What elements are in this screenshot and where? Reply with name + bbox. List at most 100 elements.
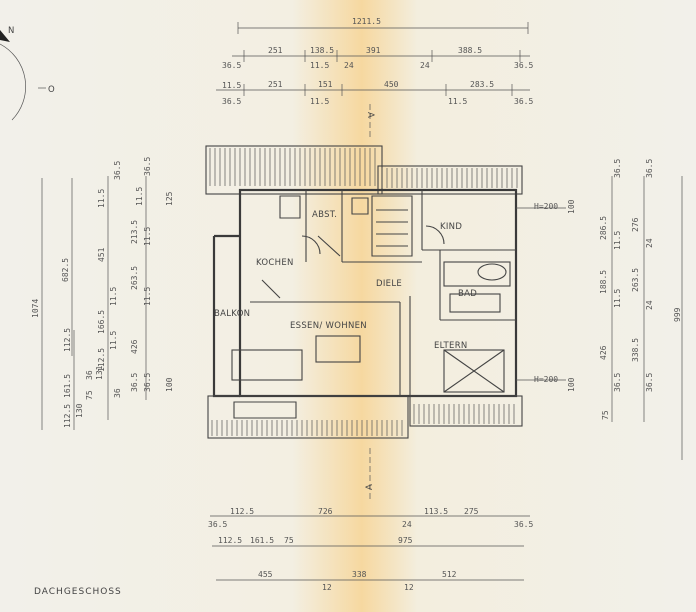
dim-top-r1b-2: 24 — [344, 61, 354, 70]
dim-right-a6: 36.5 — [613, 373, 622, 392]
dim-top-r2b-0: 36.5 — [222, 97, 241, 106]
dim-bot-r3-3: 12 — [404, 583, 414, 592]
dim-right-v100-bot: 100 — [567, 377, 576, 392]
compass: N O — [0, 26, 55, 121]
dim-left-d1: 161.5 — [63, 374, 72, 398]
dim-top-r1b-0: 36.5 — [222, 61, 241, 70]
dim-top-r2b-1: 11.5 — [310, 97, 329, 106]
dim-right-v75: 75 — [601, 410, 610, 420]
room-label-bad: BAD — [458, 289, 477, 299]
dim-bot-r1-5: 275 — [464, 507, 479, 516]
dim-left-d6: 112.5 — [63, 328, 72, 352]
dim-left-a: 682.5 — [61, 258, 70, 282]
dim-left-d2: 75 — [85, 390, 94, 400]
dim-left-d7: 36 — [113, 388, 122, 398]
dim-right-v100-top: 100 — [567, 199, 576, 214]
dim-top-r2-4: 283.5 — [470, 80, 494, 89]
dim-right-b1: 276 — [631, 217, 640, 232]
dim-left-d9: 36.5 — [130, 373, 139, 392]
dim-right-b2: 24 — [645, 238, 654, 248]
dim-bot-r3-2: 338 — [352, 570, 367, 579]
dim-right-a1: 286.5 — [599, 216, 608, 240]
dim-right-a0: 36.5 — [613, 159, 622, 178]
dimensions-top: 1211.5 251 138.5 391 388.5 36.5 11.5 24 … — [216, 17, 533, 106]
dim-top-r1-3: 388.5 — [458, 46, 482, 55]
dim-left-b4: 263.5 — [130, 266, 139, 290]
dim-top-r1-0: 251 — [268, 46, 283, 55]
dim-right-a2: 11.5 — [613, 231, 622, 250]
dim-left-c6: 112.5 — [97, 348, 106, 372]
dim-right-a4: 11.5 — [613, 289, 622, 308]
dim-top-r1-2: 391 — [366, 46, 381, 55]
dim-left-b1: 11.5 — [135, 187, 144, 206]
dim-bot-r1-4: 113.5 — [424, 507, 448, 516]
dim-bot-r3-0: 455 — [258, 570, 273, 579]
roof-bottom — [207, 395, 523, 439]
compass-north-label: N — [8, 26, 15, 36]
dim-top-r1b-3: 24 — [420, 61, 430, 70]
room-label-essen-wohnen: ESSEN/ WOHNEN — [290, 321, 367, 331]
dim-right-a3: 188.5 — [599, 270, 608, 294]
dim-top-r1-1: 138.5 — [310, 46, 334, 55]
dim-top-r2-1: 251 — [268, 80, 283, 89]
dim-left-total: 1074 — [31, 299, 40, 318]
dim-bot-r2-3: 975 — [398, 536, 413, 545]
room-label-kind: KIND — [440, 222, 462, 232]
roof-top — [205, 145, 523, 195]
dim-top-r2b-3: 36.5 — [514, 97, 533, 106]
dim-top-r1b-4: 36.5 — [514, 61, 533, 70]
dim-left-v125: 125 — [165, 191, 174, 206]
north-arrow-icon — [0, 30, 10, 42]
dim-left-b0: 36.5 — [143, 157, 152, 176]
dim-left-v100: 100 — [165, 377, 174, 392]
dim-bot-r3-4: 512 — [442, 570, 457, 579]
dim-left-d8: 426 — [130, 339, 139, 354]
window-height-top: H=200 — [534, 202, 558, 211]
room-label-diele: DIELE — [376, 279, 402, 289]
dim-left-b3: 11.5 — [143, 227, 152, 246]
dim-left-d5: 131 — [95, 365, 104, 380]
dim-left-c4: 166.5 — [97, 310, 106, 334]
dim-right-b4: 24 — [645, 300, 654, 310]
room-label-abst: ABST. — [312, 210, 337, 220]
dim-top-r2-2: 151 — [318, 80, 333, 89]
dim-bot-r1-3: 24 — [402, 520, 412, 529]
dim-bot-r2-2: 75 — [284, 536, 294, 545]
dim-right-total: 999 — [673, 307, 682, 322]
dim-left-c3: 11.5 — [109, 287, 118, 306]
dim-bot-r1-2: 726 — [318, 507, 333, 516]
dimensions-right: 999 36.5 286.5 11.5 188.5 11.5 426 36.5 … — [567, 159, 683, 460]
dim-left-b6: 36.5 — [143, 373, 152, 392]
walls — [212, 188, 566, 398]
dim-top-r2-0: 11.5 — [222, 81, 241, 90]
dim-bot-r1-0: 36.5 — [208, 520, 227, 529]
section-mark-bottom: A — [365, 484, 375, 490]
window-height-bottom: H=200 — [534, 375, 558, 384]
dim-left-b2: 213.5 — [130, 220, 139, 244]
dim-bot-r1-1: 112.5 — [230, 507, 254, 516]
dim-left-c2: 451 — [97, 247, 106, 262]
section-mark-top: A — [365, 112, 375, 118]
dimensions-bottom: 36.5 112.5 726 24 113.5 275 36.5 112.5 1… — [208, 507, 533, 592]
dim-right-b3: 263.5 — [631, 268, 640, 292]
dim-bot-r2-1: 161.5 — [250, 536, 274, 545]
dim-top-r2b-2: 11.5 — [448, 97, 467, 106]
dim-left-c5: 11.5 — [109, 331, 118, 350]
room-label-kochen: KOCHEN — [256, 258, 294, 268]
dim-left-d0: 112.5 — [63, 404, 72, 428]
dim-right-b6: 36.5 — [645, 373, 654, 392]
dim-bot-r3-1: 12 — [322, 583, 332, 592]
dim-right-a5: 426 — [599, 345, 608, 360]
dim-left-c1: 11.5 — [97, 189, 106, 208]
dim-left-d4: 36 — [85, 370, 94, 380]
dim-bot-r2-0: 112.5 — [218, 536, 242, 545]
room-label-balkon: BALKON — [214, 309, 250, 319]
dim-top-r2-3: 450 — [384, 80, 399, 89]
dim-bot-r1-6: 36.5 — [514, 520, 533, 529]
drawing-title: DACHGESCHOSS — [34, 587, 122, 597]
dim-top-total: 1211.5 — [352, 17, 381, 26]
room-label-eltern: ELTERN — [434, 341, 468, 351]
